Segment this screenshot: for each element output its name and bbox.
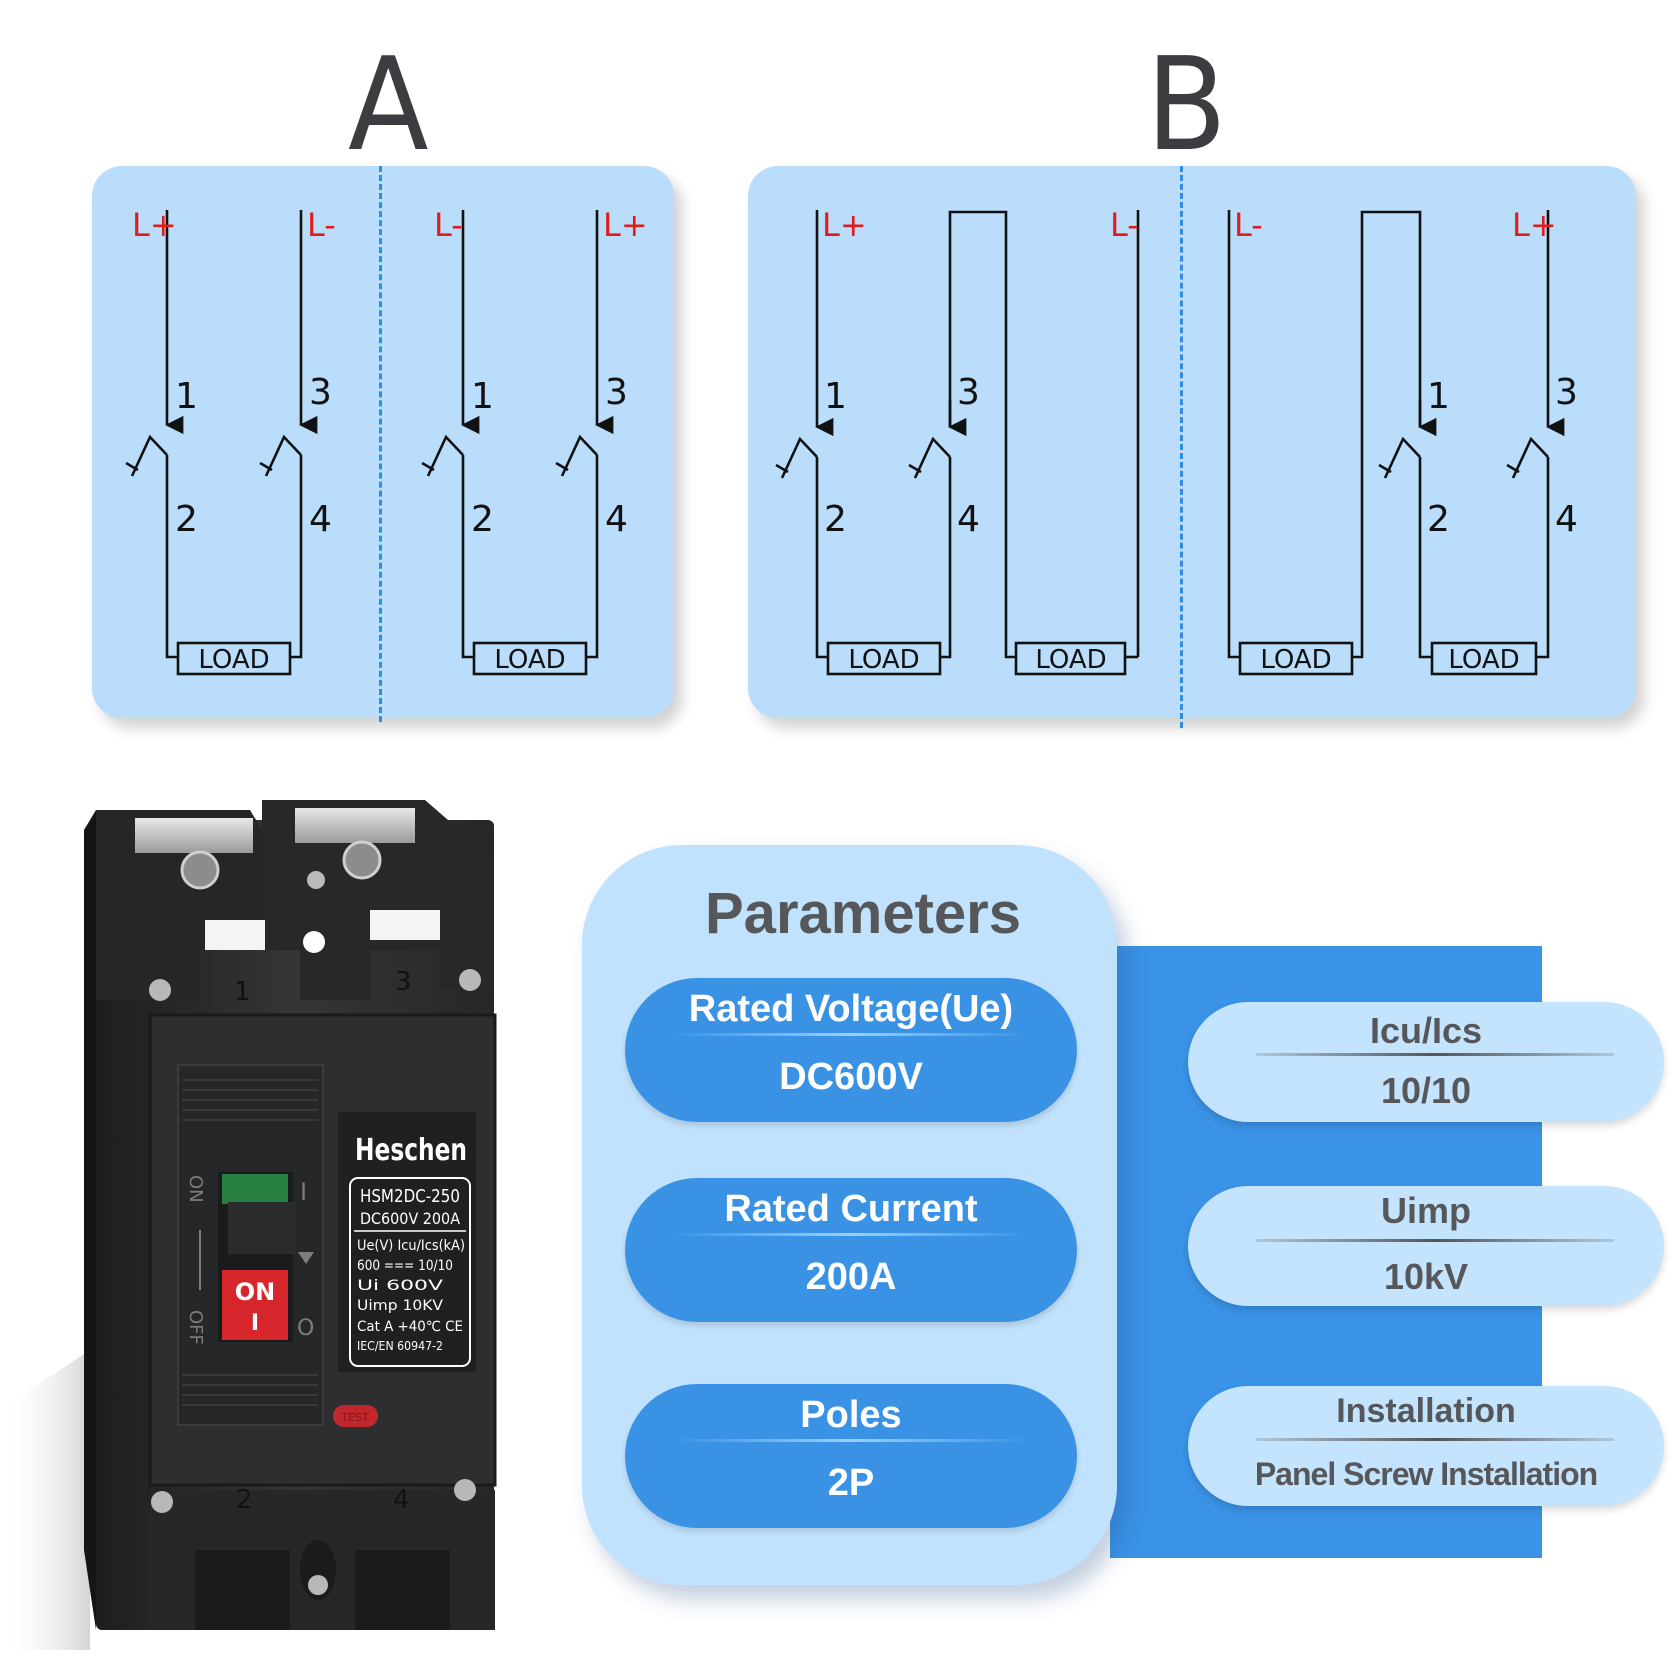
a-right-load: LOAD <box>494 645 565 675</box>
param-rated-voltage: Rated Voltage(Ue) DC600V <box>625 978 1077 1122</box>
diagram-b-left: L+ L- 1 3 2 4 LOAD LOAD <box>775 206 1140 676</box>
breaker-switch-on-label: ON <box>235 1278 276 1306</box>
breaker-side-on: ON <box>185 1175 206 1203</box>
param-icu-ics-label: Icu/Ics <box>1369 1010 1483 1051</box>
a-right-terminal-1: 1 <box>471 376 494 417</box>
a-right-supply-2: L+ <box>603 206 648 244</box>
breaker-row4: Uimp 10KV <box>357 1298 443 1314</box>
breaker-switch-i-label: I <box>251 1311 259 1336</box>
b-left-load-1: LOAD <box>848 645 919 675</box>
a-right-supply-1: L- <box>434 206 463 244</box>
a-left-supply-1: L+ <box>132 206 177 244</box>
a-left-supply-2: L- <box>307 206 336 244</box>
b-right-load-1: LOAD <box>1260 645 1331 675</box>
param-divider <box>673 1233 1029 1236</box>
b-left-load-2: LOAD <box>1035 645 1106 675</box>
a-left-terminal-1: 1 <box>175 376 198 417</box>
a-left-terminal-4: 4 <box>309 499 332 540</box>
param-poles: Poles 2P <box>625 1384 1077 1528</box>
panel-a-divider <box>379 166 382 722</box>
breaker-terminal-bottom-4: 4 <box>393 1485 410 1515</box>
param-rated-current-value: 200A <box>805 1256 897 1298</box>
b-right-terminal-3: 3 <box>1555 372 1578 413</box>
param-uimp-value: 10kV <box>1383 1256 1469 1297</box>
param-uimp-label: Uimp <box>1381 1190 1471 1231</box>
breaker-row6: IEC/EN 60947-2 <box>357 1339 443 1353</box>
param-divider <box>1256 1053 1614 1056</box>
b-right-supply-1: L- <box>1234 206 1263 244</box>
param-installation-value: Panel Screw Installation <box>1254 1456 1598 1492</box>
breaker-model: HSM2DC-250 <box>360 1186 460 1207</box>
breaker-rating: DC600V 200A <box>360 1209 460 1228</box>
param-poles-label: Poles <box>800 1394 902 1436</box>
breaker-side-o: O <box>297 1316 314 1341</box>
breaker-side-i: I <box>300 1178 307 1206</box>
param-icu-ics: Icu/Ics 10/10 <box>1188 1002 1664 1122</box>
breaker-brand: Heschen <box>355 1133 467 1168</box>
b-right-load-2: LOAD <box>1448 645 1519 675</box>
param-rated-current-label: Rated Current <box>724 1188 978 1230</box>
breaker-row1: Ue(V) Icu/Ics(kA) <box>357 1238 465 1254</box>
diagram-a-right: L- L+ 1 3 2 4 LOAD <box>421 206 648 676</box>
b-left-supply-2: L- <box>1110 206 1139 244</box>
a-right-terminal-3: 3 <box>605 372 628 413</box>
b-right-terminal-1: 1 <box>1427 376 1450 417</box>
a-left-terminal-3: 3 <box>309 372 332 413</box>
param-poles-value: 2P <box>827 1462 875 1504</box>
param-installation: Installation Panel Screw Installation <box>1188 1386 1664 1506</box>
diagram-b-label: B <box>1146 31 1227 180</box>
param-rated-voltage-value: DC600V <box>779 1056 923 1098</box>
panel-b-divider <box>1180 166 1183 728</box>
param-icu-ics-value: 10/10 <box>1380 1070 1472 1111</box>
b-left-terminal-3: 3 <box>957 372 980 413</box>
param-divider <box>1256 1239 1614 1242</box>
diagram-a-left: L+ L- 1 3 2 4 LOAD <box>125 206 336 676</box>
b-right-terminal-4: 4 <box>1555 499 1578 540</box>
breaker-terminal-top-1: 1 <box>234 977 251 1007</box>
b-left-terminal-2: 2 <box>824 499 847 540</box>
breaker-side-off: OFF <box>185 1310 206 1345</box>
diagram-a-label: A <box>348 31 429 180</box>
diagram-b-right: L- L+ 1 3 2 4 LOAD LOAD <box>1227 206 1578 676</box>
breaker-terminal-bottom-2: 2 <box>236 1485 253 1515</box>
b-right-supply-2: L+ <box>1512 206 1557 244</box>
breaker-row5: Cat A +40℃ CE <box>357 1319 463 1335</box>
a-left-terminal-2: 2 <box>175 499 198 540</box>
b-left-terminal-1: 1 <box>824 376 847 417</box>
circuit-breaker-illustration: 1 3 ON I ON OFF I O Heschen HSM2DC-250 D… <box>0 800 497 1650</box>
wiring-diagrams-svg: L+ L- 1 3 2 4 LOAD L- L+ 1 3 2 4 LOAD <box>125 206 1578 676</box>
breaker-test-label: TEST <box>340 1411 369 1424</box>
b-left-terminal-4: 4 <box>957 499 980 540</box>
param-divider <box>1256 1438 1614 1441</box>
b-left-supply-1: L+ <box>822 206 867 244</box>
param-divider <box>673 1439 1029 1442</box>
parameters-title: Parameters <box>705 881 1021 946</box>
a-right-terminal-2: 2 <box>471 499 494 540</box>
param-rated-current: Rated Current 200A <box>625 1178 1077 1322</box>
breaker-terminal-top-3: 3 <box>395 967 412 997</box>
breaker-row2: 600 === 10/10 <box>357 1258 453 1274</box>
param-uimp: Uimp 10kV <box>1188 1186 1664 1306</box>
wiring-panel-b <box>748 166 1636 718</box>
a-left-load: LOAD <box>198 645 269 675</box>
param-installation-label: Installation <box>1336 1392 1516 1430</box>
a-right-terminal-4: 4 <box>605 499 628 540</box>
b-right-terminal-2: 2 <box>1427 499 1450 540</box>
param-rated-voltage-label: Rated Voltage(Ue) <box>688 988 1014 1030</box>
breaker-row3: Ui 600V <box>357 1278 444 1294</box>
param-divider <box>673 1033 1029 1036</box>
